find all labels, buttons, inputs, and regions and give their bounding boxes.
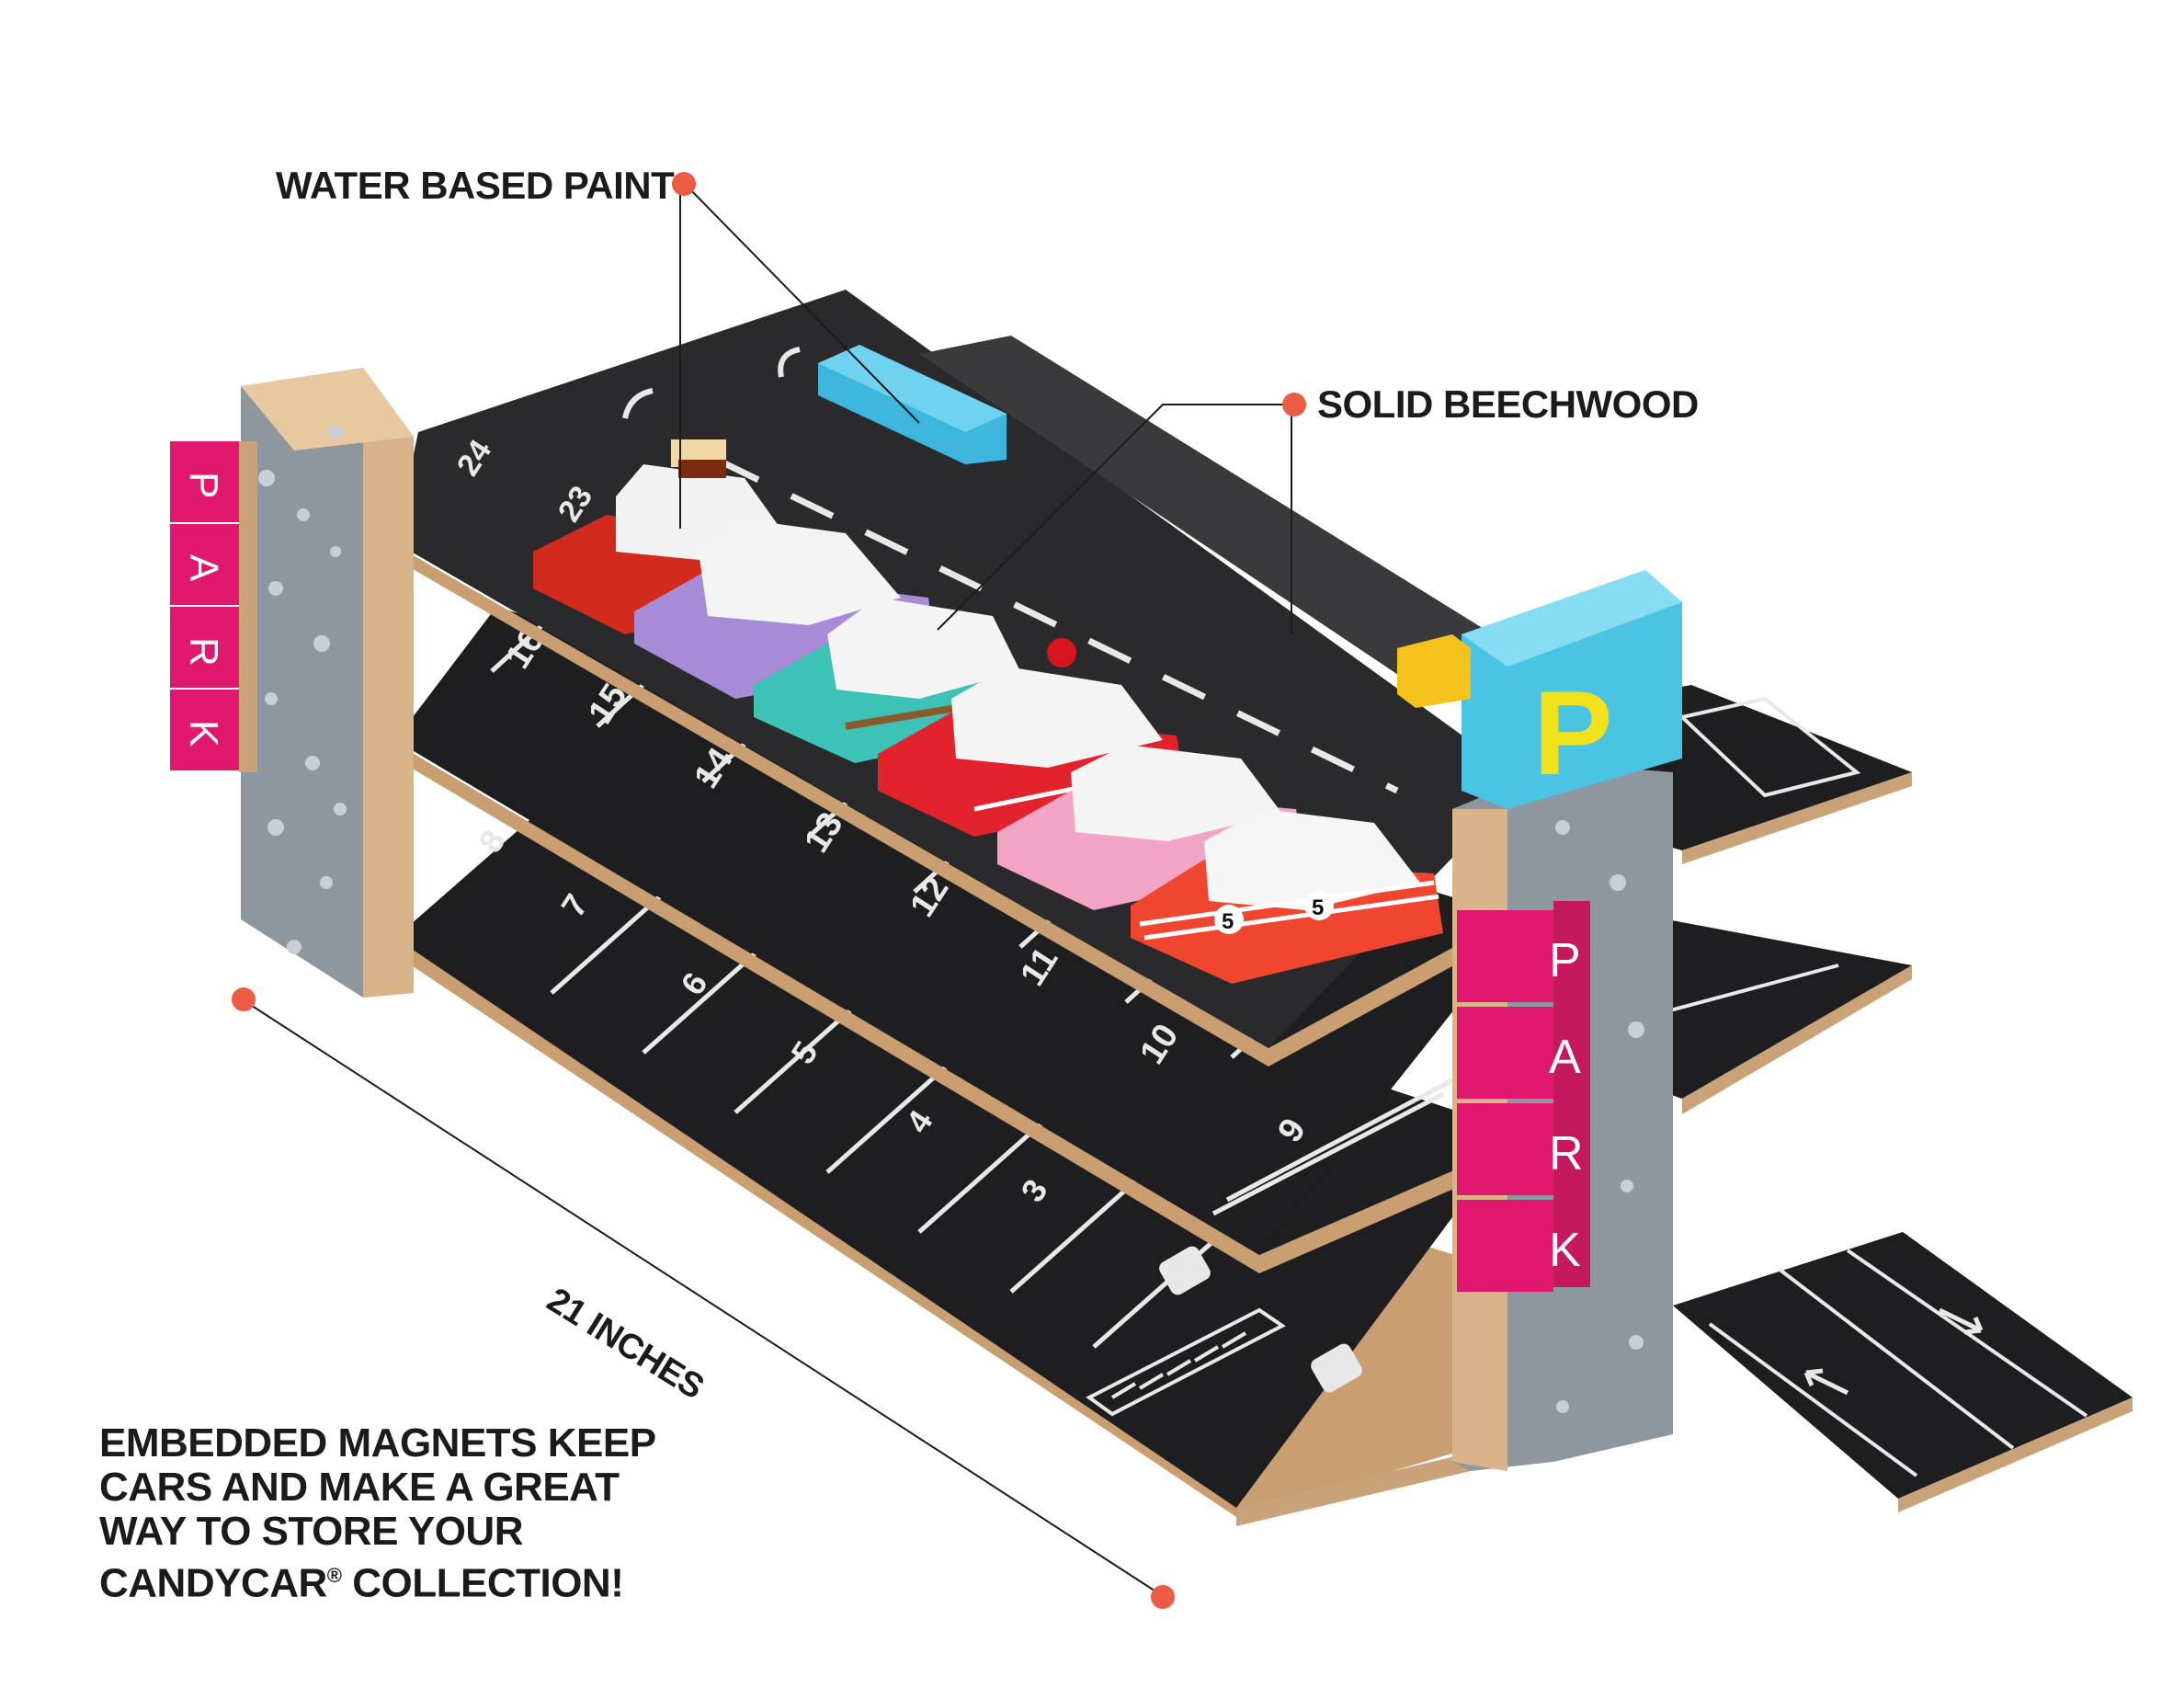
magnets-line-4: CANDYCAR® COLLECTION! [99,1560,624,1606]
race-number-door: 5 [1312,895,1324,920]
water-based-paint-label: WATER BASED PAINT [276,164,675,207]
left-pillar: P A R K [170,368,414,998]
accessible-spot-icon [1159,1246,1362,1393]
ground-ramp [1673,1232,2133,1512]
left-park-sign: P A R K [170,441,257,772]
svg-text:R: R [181,637,226,667]
svg-text:A: A [1549,1031,1581,1084]
callout-dots [232,172,1306,1609]
cars: 5 5 [533,439,1443,984]
svg-text:P: P [1549,934,1581,987]
magnets-line-2: CARS AND MAKE A GREAT [99,1465,620,1510]
svg-text:P: P [181,472,226,498]
race-car: 5 5 [1131,809,1443,984]
arrow-right-icon [1938,1307,1984,1335]
svg-text:K: K [181,720,226,747]
svg-text:A: A [181,554,226,582]
p-sign-block: P [1462,570,1682,809]
svg-text:R: R [1549,1127,1584,1180]
magnets-line-3: WAY TO STORE YOUR [99,1509,523,1554]
bottom-level: 8 7 6 5 4 3 [391,809,1517,1526]
magnets-line-1: EMBEDDED MAGNETS KEEP [99,1420,656,1466]
magnets-description: EMBEDDED MAGNETS KEEP CARS AND MAKE A GR… [99,1421,669,1606]
right-park-sign: P A R K [1457,901,1590,1292]
race-number: 5 [1222,909,1234,934]
curved-arrow-icon [622,347,801,419]
solid-beechwood-label: SOLID BEECHWOOD [1317,382,1699,426]
right-pillar: P A R K P [1397,570,1682,1471]
arrow-left-icon [1803,1368,1849,1396]
callout-lines [245,183,1292,1595]
p-sign-letter: P [1533,666,1613,800]
svg-text:K: K [1549,1224,1581,1277]
